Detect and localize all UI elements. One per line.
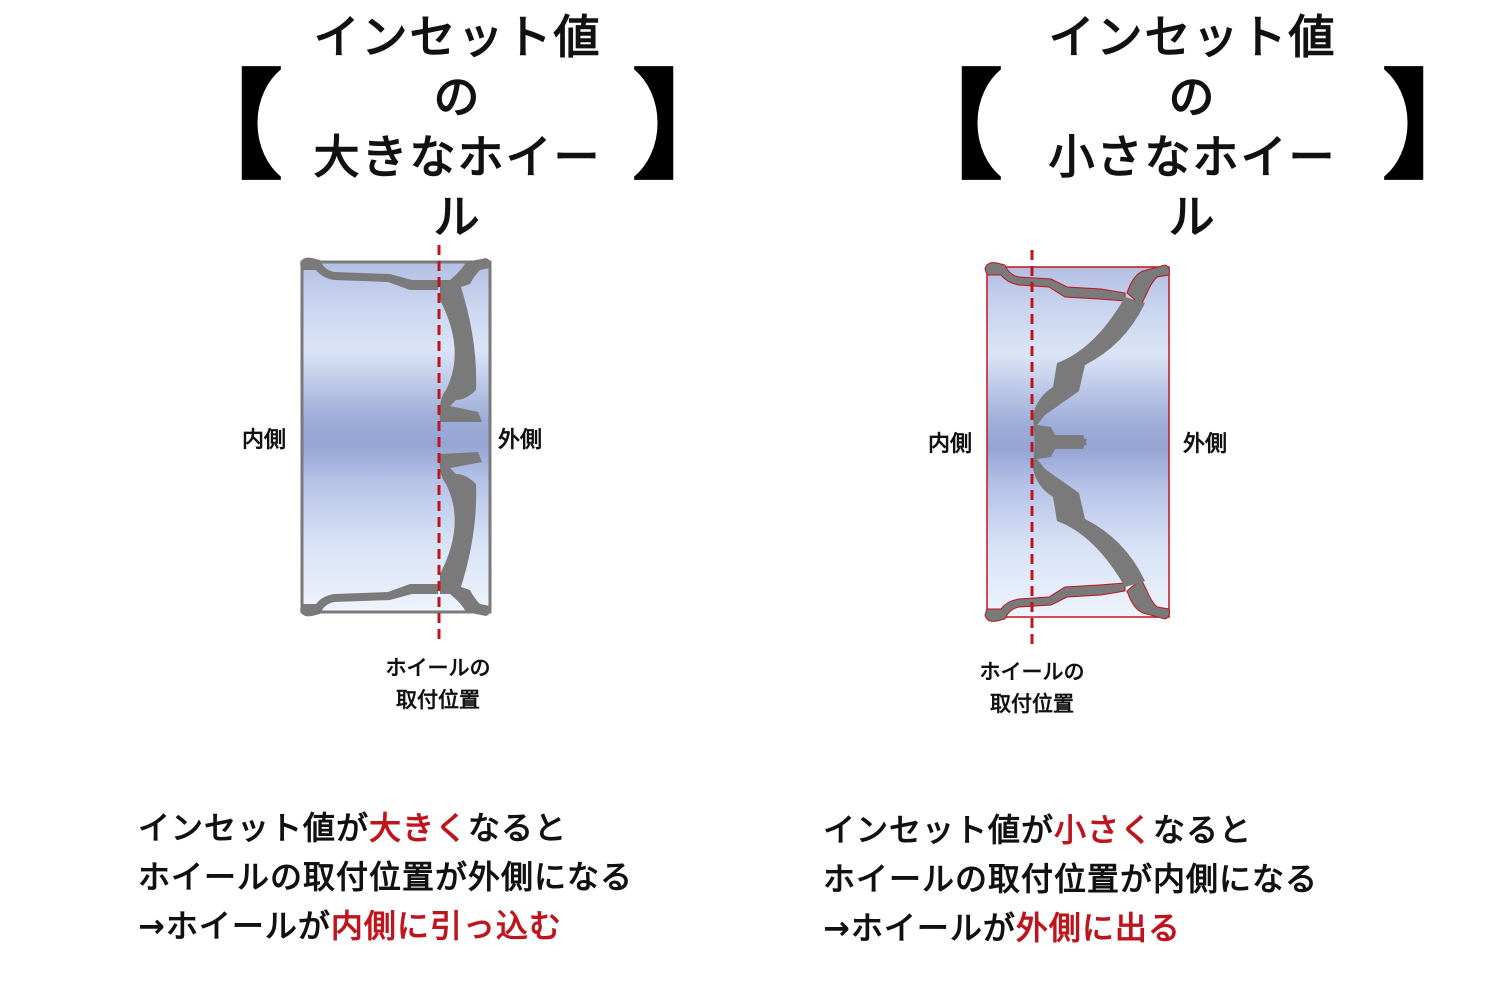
desc-line-2: ホイールの取付位置が外側になる [138,858,634,896]
outer-side-label: 外側 [498,428,543,453]
mount-label-line-1: ホイールの [979,660,1085,684]
desc-text: インセット値が [138,809,370,847]
panel-title: 【 インセット値の 大きなホイール 】 [165,10,750,244]
mount-label-line-2: 取付位置 [396,688,480,712]
desc-line-2: ホイールの取付位置が内側になる [823,860,1319,898]
bracket-close: 】 [1381,58,1500,196]
wheel-cross-section-diagram [300,245,492,640]
desc-highlight: 小さく [1054,811,1154,849]
desc-line-3: →ホイールが内側に引っ込む [138,902,633,951]
inner-side-label: 内側 [928,432,973,457]
bracket-close: 】 [631,58,750,196]
mount-position-label: ホイールの 取付位置 [962,656,1102,720]
small-inset-panel: 【 インセット値の 小さなホイール 】 内側 外側 ホイールの 取付位置 インセ… [750,0,1500,1000]
mount-label-line-2: 取付位置 [990,692,1074,716]
title-text: インセット値の 小さなホイール [1003,7,1382,247]
desc-text: なると [1153,811,1253,849]
inner-side-label: 内側 [242,428,287,453]
desc-highlight: 大きく [369,809,469,847]
description: インセット値が大きくなると ホイールの取付位置が外側になる →ホイールが内側に引… [138,804,633,951]
desc-text: なると [468,809,568,847]
desc-highlight: 内側に引っ込む [330,907,562,945]
large-inset-panel: 【 インセット値の 大きなホイール 】 内側 外側 ホイールの 取付位置 インセ… [138,10,750,951]
mount-label-line-1: ホイールの [385,656,491,680]
desc-text: →ホイールが [138,907,331,945]
description: インセット値が小さくなると ホイールの取付位置が内側になる →ホイールが外側に出… [823,806,1318,953]
bracket-open: 【 [885,58,1004,196]
desc-line-3: →ホイールが外側に出る [823,904,1318,953]
wheel-cross-section-diagram [984,250,1170,645]
outer-side-label: 外側 [1183,432,1228,457]
title-line-1: インセット値の [1048,10,1337,124]
title-line-2: 大きなホイール [313,130,602,244]
desc-text: インセット値が [823,811,1055,849]
desc-line-1: インセット値が大きくなると [138,804,633,853]
desc-line-1: インセット値が小さくなると [823,806,1318,855]
desc-text: →ホイールが [823,909,1016,947]
mount-position-label: ホイールの 取付位置 [368,652,508,716]
panel-title: 【 インセット値の 小さなホイール 】 [885,10,1500,244]
title-text: インセット値の 大きなホイール [283,7,632,247]
title-line-1: インセット値の [313,10,602,124]
desc-highlight: 外側に出る [1015,909,1181,947]
bracket-open: 【 [165,58,284,196]
title-line-2: 小さなホイール [1048,130,1337,244]
